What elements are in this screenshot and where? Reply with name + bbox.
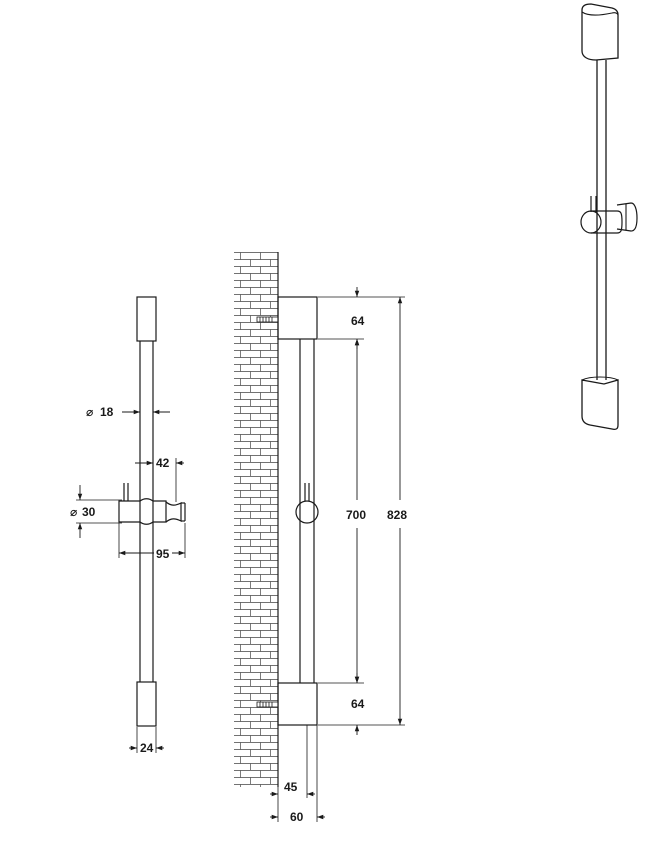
front-view: ⌀ 18 42 ⌀ 30 95 xyxy=(70,296,186,755)
front-shower-holder xyxy=(118,483,186,525)
brick-wall xyxy=(234,252,278,787)
perspective-shower-holder xyxy=(580,196,638,234)
side-bottom-bracket xyxy=(277,682,318,726)
dim-label-rail-offset: 45 xyxy=(284,780,298,794)
dim-label-rail-length: 700 xyxy=(346,508,366,522)
side-view: 64 700 64 828 45 xyxy=(234,252,407,824)
dim-bottom-bracket-height: 64 xyxy=(351,673,365,735)
dim-rod-diameter: ⌀ 18 xyxy=(86,405,170,419)
perspective-top-cap xyxy=(581,3,619,61)
dim-label-bracket-depth: 60 xyxy=(290,810,304,824)
diameter-symbol-2: ⌀ xyxy=(70,505,77,519)
side-shower-holder xyxy=(295,483,319,524)
dim-holder-depth: 42 xyxy=(135,456,184,502)
dim-label-cap-width: 24 xyxy=(140,741,154,755)
dim-label-total-height: 828 xyxy=(387,508,407,522)
dim-cap-width: 24 xyxy=(129,727,164,755)
side-top-bracket xyxy=(277,296,318,340)
bottom-screw xyxy=(256,701,279,708)
dim-total-height: 828 xyxy=(387,297,407,725)
dim-rail-length: 700 xyxy=(346,339,366,683)
dim-label-bottom-bracket: 64 xyxy=(351,697,365,711)
dim-rail-offset: 45 xyxy=(270,780,315,797)
dim-holder-width: 95 xyxy=(118,523,186,561)
front-top-cap xyxy=(136,296,157,342)
perspective-bottom-cap xyxy=(581,379,619,431)
dim-bracket-depth: 60 xyxy=(270,810,325,824)
diameter-symbol: ⌀ xyxy=(86,405,93,419)
dim-label-rod-diameter: 18 xyxy=(100,405,114,419)
dim-holder-diameter: ⌀ 30 xyxy=(70,485,122,538)
front-bottom-cap xyxy=(136,681,157,727)
dim-label-holder-depth: 42 xyxy=(156,456,170,470)
dim-label-holder-diameter: 30 xyxy=(82,505,96,519)
dim-label-top-bracket: 64 xyxy=(351,314,365,328)
dim-top-bracket-height: 64 xyxy=(351,287,365,349)
perspective-view xyxy=(580,3,638,431)
top-screw xyxy=(256,316,279,323)
dim-label-holder-width: 95 xyxy=(156,547,170,561)
